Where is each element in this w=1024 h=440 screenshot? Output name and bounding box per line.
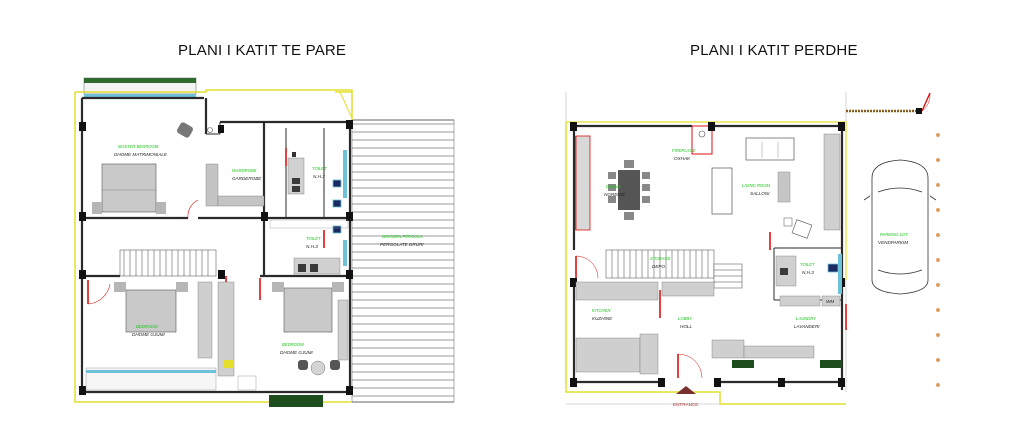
label-kitchen-en: KITCHEN (592, 308, 611, 313)
label-parking-al: VENDPARKIM (878, 240, 908, 245)
label-lobby-en: LOBBY (678, 316, 693, 321)
first-floor-title: PLANI I KATIT TE PARE (178, 42, 347, 59)
ground-floor-plan (565, 92, 940, 405)
label-storage-al: DEPO (652, 264, 665, 269)
label-entrance: ENTRANCE (673, 402, 698, 407)
label-kitchen-al: KUZHINE (592, 316, 613, 321)
label-wardrobe-al: GARDEROBE (232, 176, 262, 181)
label-pergola-al: PERGOLATE DRURI (380, 242, 424, 247)
label-master-bedroom-al: DHOME MATRIMONIALE (114, 152, 168, 157)
wooden-pergola (351, 119, 455, 403)
sofa-left (711, 167, 733, 215)
first-floor-labels: MASTER BEDROOM DHOME MATRIMONIALE WARDRO… (114, 144, 424, 355)
car-outline (863, 159, 937, 295)
label-toilet-mid-al: N.H.3 (306, 244, 318, 249)
label-toilet-upper-al: N.H.3 (313, 174, 325, 179)
master-bed (101, 163, 157, 213)
label-master-bedroom-en: MASTER BEDROOM (118, 144, 159, 149)
label-lobby-al: HOLL (680, 324, 692, 329)
label-toilet-upper-en: TOILET (312, 166, 327, 171)
ground-floor-title: PLANI I KATIT PERDHE (690, 42, 858, 59)
label-dining-al: NGRENIE (604, 192, 626, 197)
label-toilet-mid-en: TOILET (306, 236, 321, 241)
entrance-arrow-icon (676, 386, 696, 394)
label-storage-en: STORAGE (650, 256, 671, 261)
label-bedroom-left-en: BEDROOM (136, 324, 158, 329)
label-living-al: SALLONI (750, 191, 770, 196)
sofa-top (745, 137, 795, 161)
dining-table (618, 170, 640, 210)
label-parking-en: PARKING LOT (880, 232, 908, 237)
label-wardrobe-en: WARDROBE (232, 168, 257, 173)
label-fireplace-al: OXHAK (674, 156, 691, 161)
label-toilet-al: N.H.3 (802, 270, 814, 275)
label-living-en: LIVING ROOM (742, 183, 770, 188)
label-dining-en: DINING (606, 184, 621, 189)
label-laundry-al: LAVANDERI (794, 324, 820, 329)
label-toilet-en: TOILET (800, 262, 815, 267)
label-pergola-en: WOODEN PERGOLA (382, 234, 423, 239)
label-fireplace-en: FIREPLACE (672, 148, 695, 153)
label-bedroom-right-en: BEDROOM (282, 342, 304, 347)
first-floor-plan (74, 77, 455, 407)
label-wm: WM (826, 299, 834, 304)
bedroom-right-bed (283, 287, 333, 333)
label-bedroom-right-al: DHOME GJUMI (280, 350, 313, 355)
bedroom-left-bed (125, 289, 177, 333)
label-laundry-en: LAUNDRY (796, 316, 817, 321)
ground-floor-labels: FIREPLACE OXHAK DINING NGRENIE LIVING RO… (592, 148, 908, 407)
label-bedroom-left-al: DHOME GJUMI (132, 332, 165, 337)
